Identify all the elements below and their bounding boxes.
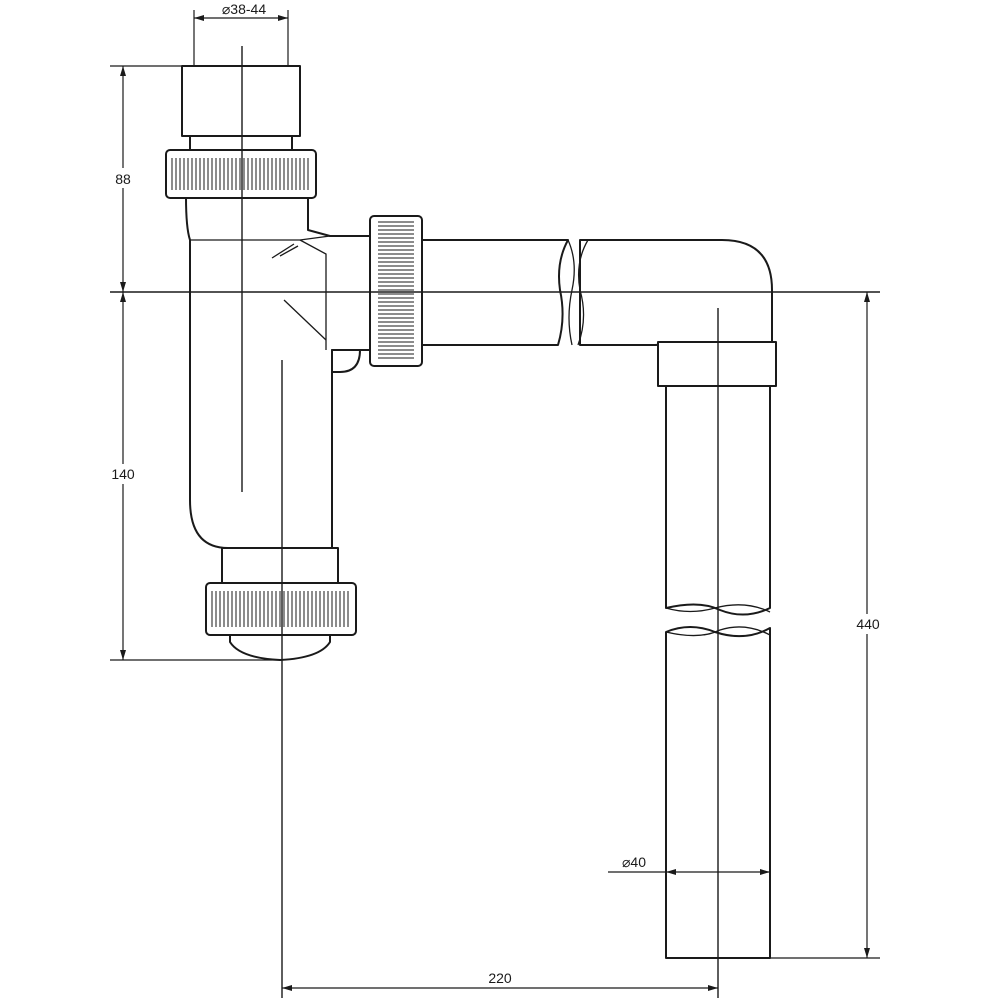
elbow-collar	[657, 341, 777, 387]
label-width-offset: 220	[488, 970, 512, 986]
dimension-height-total: 440	[852, 292, 886, 958]
drain-cap	[229, 634, 331, 661]
label-pipe-diameter: ⌀40	[622, 854, 646, 870]
dimension-height-lower: 140	[106, 292, 140, 660]
side-nut-ribs	[378, 221, 414, 359]
dimension-pipe-diameter: ⌀40	[608, 854, 770, 875]
label-height-lower: 140	[111, 466, 135, 482]
lower-neck	[221, 547, 339, 586]
trap-drain-nub	[331, 349, 361, 373]
lower-nut	[205, 582, 357, 661]
label-top-diameter: ⌀38-44	[222, 1, 266, 17]
dimension-width-offset: 220	[282, 970, 718, 991]
side-nut	[369, 215, 423, 367]
elbow	[579, 239, 777, 387]
dimension-top-diameter: ⌀38-44	[194, 1, 288, 21]
upper-tailpiece	[181, 65, 301, 151]
upper-nut	[165, 149, 317, 199]
label-height-total: 440	[856, 616, 880, 632]
center-lines	[110, 46, 880, 998]
upper-nut-ribs	[171, 158, 309, 190]
lower-nut-ribs	[211, 591, 349, 627]
inlet-tube	[181, 65, 301, 137]
trap-body	[185, 196, 373, 586]
label-height-upper: 88	[115, 171, 131, 187]
extension-lines	[110, 10, 880, 959]
dimension-height-upper: 88	[108, 66, 138, 292]
inlet-ring	[189, 135, 293, 151]
